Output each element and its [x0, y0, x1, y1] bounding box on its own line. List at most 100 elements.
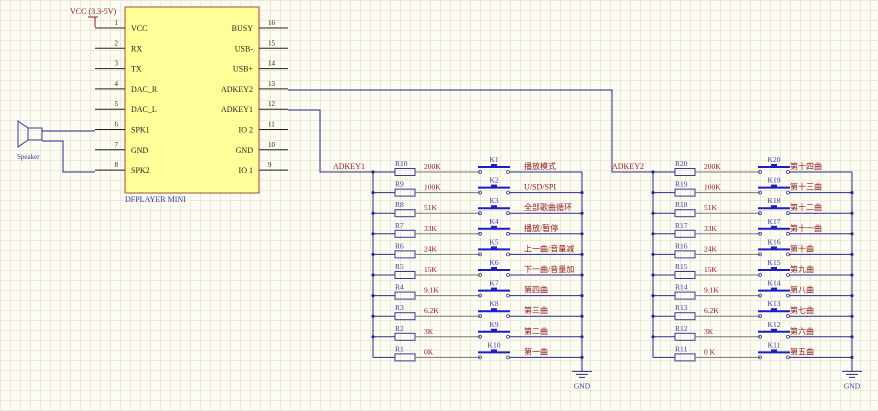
resistor-value: 3K [424, 327, 434, 336]
switch-contact-icon [506, 293, 510, 298]
switch-button-icon [771, 267, 777, 270]
pin-number: 11 [268, 121, 275, 129]
pin-number: 15 [268, 39, 276, 47]
key-function-label: 第十曲 [790, 243, 814, 253]
switch-contact-icon [478, 211, 482, 216]
pin-number: 14 [268, 60, 276, 68]
pin-name: VCC [131, 24, 147, 33]
resistor-icon [674, 271, 696, 279]
key-function-label: 第九曲 [790, 264, 814, 274]
switch-button-icon [491, 246, 497, 250]
resistor-designator: R3 [395, 303, 404, 312]
switch-button-icon [491, 267, 497, 270]
pin-name: IO 1 [239, 166, 253, 175]
resistor-value: 33K [704, 224, 718, 233]
resistor-value: 200K [424, 162, 441, 171]
pin-number: 2 [115, 39, 119, 47]
pin-name: IO 2 [239, 126, 253, 135]
resistor-designator: R18 [675, 200, 688, 209]
resistor-value: 51K [424, 203, 438, 212]
switch-contact-icon [758, 190, 762, 195]
resistor-designator: R8 [395, 200, 404, 209]
resistor-icon [674, 188, 696, 197]
speaker: Speaker [17, 120, 95, 173]
key-function-label: U/SD/SPI [524, 183, 556, 192]
resistor-designator: R17 [675, 221, 688, 230]
ground-label: GND [844, 381, 861, 390]
resistor-value: 33K [424, 224, 438, 233]
ground-symbol: GND [572, 370, 592, 390]
pin-number: 3 [115, 60, 119, 68]
pin-name: USB+ [233, 65, 254, 74]
resistor-designator: R12 [675, 324, 688, 333]
pin-name: GND [131, 146, 149, 155]
switch-contact-icon [506, 190, 510, 195]
resistor-designator: R4 [395, 283, 404, 292]
pin-name: GND [236, 146, 254, 155]
switch-contact-icon [758, 252, 762, 257]
pin-number: 6 [115, 121, 119, 129]
switch-button-icon [491, 184, 497, 188]
key-function-label: 第十一曲 [790, 223, 822, 233]
key-function-label: 播放/暂停 [524, 223, 558, 233]
switch-button-icon [771, 225, 777, 229]
resistor-designator: R14 [675, 283, 688, 292]
switch-contact-icon [478, 231, 482, 236]
chip-pin-right: 9IO 1 [239, 161, 288, 175]
switch-button-icon [771, 287, 777, 291]
switch-contact-icon [758, 231, 762, 236]
key-designator: K5 [489, 237, 498, 246]
resistor-designator: R1 [395, 344, 404, 353]
vcc-label: VCC (3.3-5V) [70, 7, 117, 16]
switch-contact-icon [478, 355, 482, 360]
ground-label: GND [574, 381, 591, 390]
key-function-label: 播放模式 [524, 161, 556, 171]
switch-contact-icon [758, 293, 762, 298]
switch-button-icon [771, 246, 777, 250]
key-designator: K4 [489, 217, 498, 226]
key-designator: K3 [489, 196, 498, 205]
speaker-cone-icon [17, 120, 29, 148]
resistor-icon [394, 291, 416, 300]
key-function-label: 第五曲 [790, 346, 814, 356]
resistor-value: 6.2K [704, 306, 719, 315]
key-designator: K8 [489, 299, 498, 308]
resistor-icon [394, 353, 416, 362]
switch-contact-icon [478, 190, 482, 195]
resistor-value: 9.1K [424, 286, 439, 295]
key-function-label: 上一曲/音量减 [524, 243, 574, 253]
switch-contact-icon [506, 273, 510, 277]
resistor-designator: R19 [675, 180, 688, 189]
switch-contact-icon [506, 170, 510, 174]
switch-contact-icon [758, 273, 762, 277]
switch-button-icon [491, 205, 497, 209]
resistor-value: 15K [704, 265, 718, 274]
chip-body [124, 6, 260, 194]
pin-name: USB- [235, 44, 254, 53]
switch-contact-icon [506, 252, 510, 257]
resistor-designator: R11 [675, 344, 687, 353]
resistor-icon [674, 209, 696, 218]
switch-contact-icon [478, 170, 482, 174]
switch-contact-icon [506, 314, 510, 319]
resistor-icon [394, 229, 416, 238]
